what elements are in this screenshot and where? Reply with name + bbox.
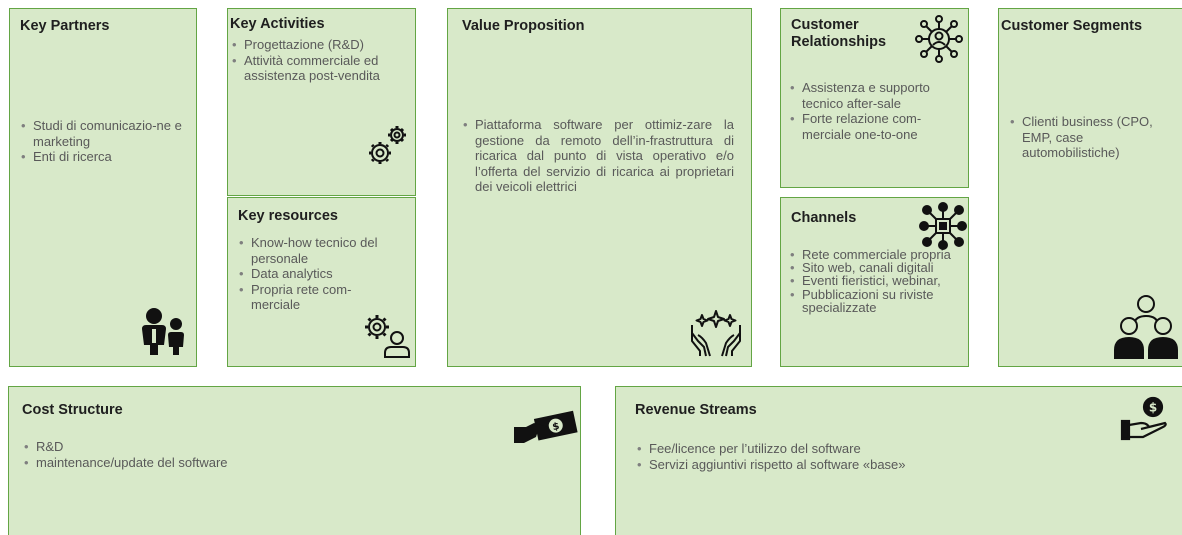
hands-sparkle-icon	[688, 307, 744, 357]
svg-text:$: $	[1149, 401, 1157, 415]
list-item: Enti di ricerca	[20, 149, 192, 165]
value-proposition-title: Value Proposition	[462, 18, 585, 34]
list-item: Servizi aggiuntivi rispetto al software …	[636, 457, 1056, 473]
gears-icon	[366, 123, 410, 167]
cost-structure-list: R&D maintenance/update del software	[23, 439, 423, 470]
customer-relationships-list: Assistenza e supporto tecnico after-sale…	[789, 80, 965, 142]
list-item: Eventi fieristici, webinar,	[789, 274, 967, 288]
list-item: maintenance/update del software	[23, 455, 423, 471]
customer-relationships-box: Customer Relationships Assistenza e supp…	[780, 8, 969, 188]
hand-money-icon: $	[512, 409, 578, 449]
list-item: Pubblicazioni su riviste specializzate	[789, 287, 967, 314]
customer-segments-list: Clienti business (CPO, EMP, case automob…	[1009, 114, 1169, 161]
list-item: Rete commerciale propria	[789, 248, 967, 262]
list-item: Piattaforma software per ottimiz-zare la…	[462, 117, 734, 195]
revenue-streams-list: Fee/licence per l’utilizzo del software …	[636, 441, 1056, 472]
people-icon	[138, 307, 186, 357]
channels-box: Channels Rete commerciale propria Sito w…	[780, 197, 969, 367]
cost-structure-title: Cost Structure	[22, 402, 123, 418]
user-group-icon	[1113, 294, 1179, 360]
list-item: R&D	[23, 439, 423, 455]
key-resources-list: Know-how tecnico del personale Data anal…	[238, 235, 398, 313]
list-item: Studi di comunicazio-ne e marketing	[20, 118, 192, 149]
list-item: Forte relazione com-merciale one-to-one	[789, 111, 965, 142]
value-proposition-box: Value Proposition Piattaforma software p…	[447, 8, 752, 367]
customer-relationships-title-line1: Customer	[791, 17, 859, 33]
list-item: Assistenza e supporto tecnico after-sale	[789, 80, 965, 111]
cost-structure-box: Cost Structure R&D maintenance/update de…	[8, 386, 581, 535]
key-activities-list: Progettazione (R&D) Attività commerciale…	[231, 37, 403, 84]
key-partners-list: Studi di comunicazio-ne e marketing Enti…	[20, 118, 192, 165]
customer-segments-title: Customer Segments	[1001, 18, 1143, 34]
list-item: Fee/licence per l’utilizzo del software	[636, 441, 1056, 457]
key-partners-title: Key Partners	[20, 18, 110, 34]
list-item: Attività commerciale ed assistenza post-…	[231, 53, 403, 84]
revenue-streams-box: Revenue Streams Fee/licence per l’utiliz…	[615, 386, 1182, 535]
channels-title: Channels	[791, 210, 857, 226]
network-nodes-icon	[919, 202, 967, 250]
revenue-streams-title: Revenue Streams	[635, 402, 757, 418]
customer-segments-box: Customer Segments Clienti business (CPO,…	[998, 8, 1182, 367]
key-partners-box: Key Partners Studi di comunicazio-ne e m…	[9, 8, 197, 367]
hand-coin-icon: $	[1119, 395, 1173, 443]
list-item: Clienti business (CPO, EMP, case automob…	[1009, 114, 1169, 161]
list-item: Sito web, canali digitali	[789, 261, 967, 275]
key-resources-box: Key resources Know-how tecnico del perso…	[227, 197, 416, 367]
channels-list: Rete commerciale propria Sito web, canal…	[789, 248, 967, 314]
network-user-icon	[914, 14, 964, 64]
key-resources-title: Key resources	[238, 208, 338, 224]
list-item: Know-how tecnico del personale	[238, 235, 398, 266]
list-item: Data analytics	[238, 266, 398, 282]
svg-text:$: $	[552, 421, 561, 433]
key-activities-box: Key Activities Progettazione (R&D) Attiv…	[227, 8, 416, 196]
list-item: Propria rete com-merciale	[238, 282, 398, 313]
key-activities-title: Key Activities	[230, 16, 325, 32]
list-item: Progettazione (R&D)	[231, 37, 403, 53]
gear-user-icon	[359, 311, 411, 359]
customer-relationships-title-line2: Relationships	[791, 34, 887, 50]
value-proposition-list: Piattaforma software per ottimiz-zare la…	[462, 117, 734, 195]
